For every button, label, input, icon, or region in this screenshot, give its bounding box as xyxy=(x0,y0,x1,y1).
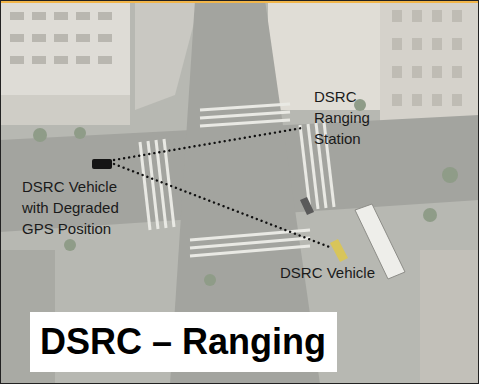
title-box: DSRC – Ranging xyxy=(30,312,337,372)
vehicle-label: DSRC Vehicle xyxy=(280,262,390,283)
title: DSRC – Ranging xyxy=(40,320,327,364)
station-label: DSRC Ranging Station xyxy=(314,86,384,149)
vehicle-label: DSRC Vehicle with Degraded GPS Position xyxy=(22,176,134,239)
vehicles xyxy=(92,159,405,279)
crosswalks xyxy=(140,104,334,256)
ranging-lines xyxy=(114,128,332,248)
